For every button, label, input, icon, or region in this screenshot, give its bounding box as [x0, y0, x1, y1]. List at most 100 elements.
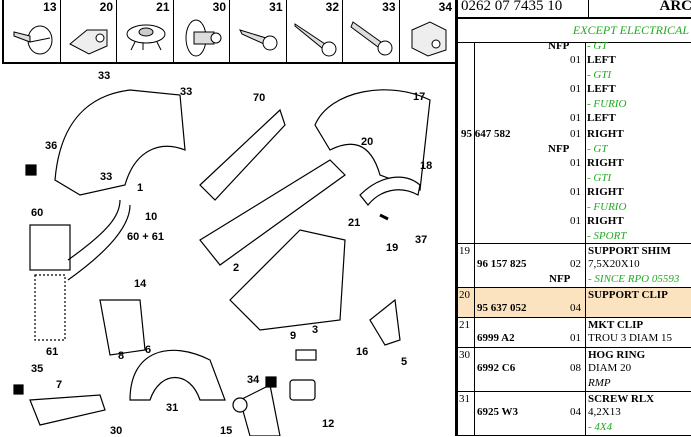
callout: 61	[46, 346, 58, 358]
callout: 30	[110, 425, 122, 437]
quantity: 08	[570, 361, 581, 375]
variant-note: RMP	[588, 376, 611, 390]
variant-note: - SPORT	[587, 229, 626, 243]
quantity: 01	[570, 127, 581, 141]
callout: 2	[233, 262, 239, 274]
inner-panel-70	[200, 110, 285, 200]
arch-8	[130, 350, 225, 400]
part-number: 6925 W3	[477, 405, 518, 419]
callout: 60 + 61	[127, 231, 164, 243]
callout: 15	[220, 425, 232, 437]
exploded-parts-diagram: 13 20 21 30 31 32 33 34 33 33 36 1 33 10…	[0, 0, 455, 436]
wheel-arch-front	[55, 90, 185, 195]
description: RIGHT	[587, 185, 624, 199]
bracket-14	[100, 300, 145, 355]
description: LEFT	[587, 111, 616, 125]
variant-note: - GTI	[587, 68, 611, 82]
label-61	[35, 275, 65, 340]
part-number: 95 637 052	[477, 301, 527, 315]
quantity: 01	[570, 185, 581, 199]
brace-10	[68, 200, 130, 280]
callout: 33	[98, 70, 110, 82]
liner-18	[360, 177, 420, 205]
bracket-5	[370, 300, 400, 345]
callout: 3	[312, 324, 318, 336]
part-number: 95 647 582	[461, 127, 511, 141]
nfp-flag: NFP	[548, 142, 569, 156]
description: RIGHT	[587, 127, 624, 141]
quantity: 04	[570, 405, 581, 419]
item-number: 19	[459, 244, 470, 258]
callout: 8	[118, 350, 124, 362]
item-number: 20	[459, 288, 470, 302]
nfp-flag: NFP	[549, 272, 570, 286]
variant-note: - FURIO	[587, 200, 626, 214]
item-number: 21	[459, 318, 470, 332]
variant-note: - GT	[587, 39, 607, 53]
callout: 37	[415, 234, 427, 246]
clip-35	[14, 385, 23, 394]
description-detail: 7,5X20X10	[588, 257, 640, 271]
description-detail: DIAM 20	[588, 361, 631, 375]
callout: 36	[45, 140, 57, 152]
part-number: 6999 A2	[477, 331, 515, 345]
panel-drawings	[0, 0, 455, 436]
callout: 34	[247, 374, 259, 386]
quantity: 01	[570, 82, 581, 96]
quantity: 01	[570, 331, 581, 345]
callout: 6	[145, 344, 151, 356]
label-60	[30, 225, 70, 270]
quantity: 01	[570, 214, 581, 228]
item-number: 31	[459, 392, 470, 406]
description: SUPPORT SHIM	[588, 244, 671, 258]
grommet-15	[233, 398, 247, 412]
callout: 21	[348, 217, 360, 229]
parts-table: 0262 07 7435 10 ARC EXCEPT ELECTRICAL NF…	[455, 0, 691, 436]
callout: 20	[361, 136, 373, 148]
description-detail: TROU 3 DIAM 15	[588, 331, 672, 345]
variant-note: - GTI	[587, 171, 611, 185]
clip-34	[266, 377, 276, 387]
description-detail: 4,2X13	[588, 405, 621, 419]
description: LEFT	[587, 53, 616, 67]
callout: 18	[420, 160, 432, 172]
callout: 17	[413, 91, 425, 103]
callout: 70	[253, 92, 265, 104]
description: LEFT	[587, 82, 616, 96]
clip-9	[296, 350, 316, 360]
variant-note: - 4X4	[588, 420, 612, 434]
callout: 9	[290, 330, 296, 342]
nfp-flag: NFP	[548, 39, 569, 53]
description: RIGHT	[587, 156, 624, 170]
quantity: 02	[570, 257, 581, 271]
quantity: 01	[570, 111, 581, 125]
variant-note: - GT	[587, 142, 607, 156]
description: RIGHT	[587, 214, 624, 228]
note-text: EXCEPT ELECTRICAL	[573, 23, 689, 38]
callout: 33	[180, 86, 192, 98]
strip-12	[240, 385, 280, 436]
reference-number: 0262 07 7435 10	[461, 0, 562, 15]
description: SUPPORT CLIP	[588, 288, 668, 302]
table-row[interactable]: 20 95 637 052 04 SUPPORT CLIP	[458, 288, 691, 318]
callout: 1	[137, 182, 143, 194]
callout: 5	[401, 356, 407, 368]
part-number: 6992 C6	[477, 361, 515, 375]
description: MKT CLIP	[588, 318, 643, 332]
clip-36	[26, 165, 36, 175]
callout: 60	[31, 207, 43, 219]
callout: 12	[322, 418, 334, 430]
description: SCREW RLX	[588, 392, 654, 406]
item-number: 30	[459, 348, 470, 362]
seal-12	[290, 380, 315, 400]
callout: 19	[386, 242, 398, 254]
quantity: 04	[570, 301, 581, 315]
variant-note: - FURIO	[587, 97, 626, 111]
panel-7	[30, 395, 105, 425]
callout: 10	[145, 211, 157, 223]
